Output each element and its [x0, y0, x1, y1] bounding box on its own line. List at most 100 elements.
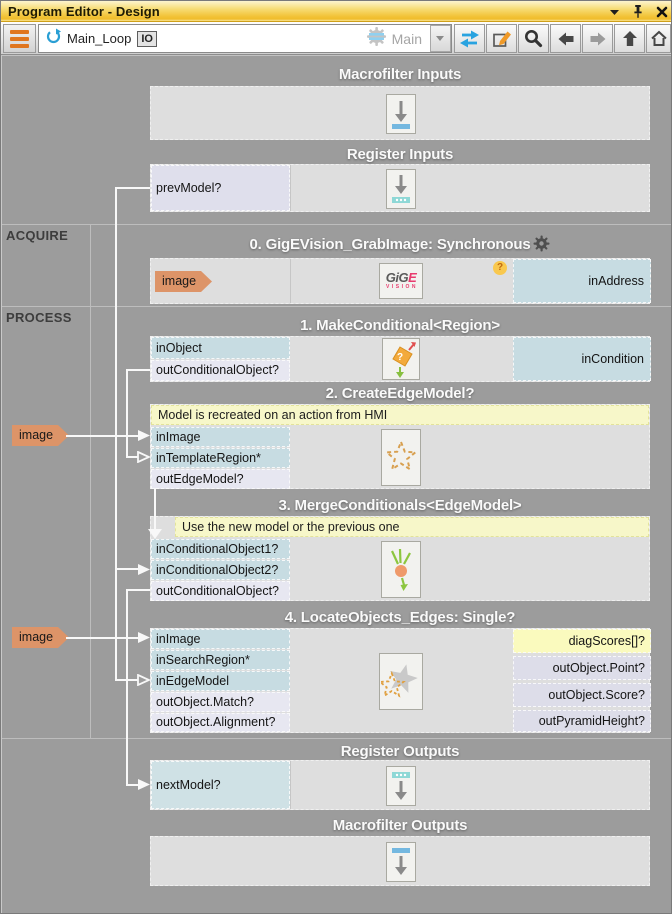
port-outpyramidheight[interactable]: outPyramidHeight? — [513, 710, 651, 732]
register-inputs-header[interactable]: Register Inputs — [346, 146, 454, 163]
section-divider — [2, 738, 671, 739]
make-conditional-icon[interactable]: ? — [382, 338, 420, 380]
port-inconditionalobject2[interactable]: inConditionalObject2? — [151, 560, 290, 580]
block-grab-image[interactable]: image ? GiGE VISION inAddress — [150, 258, 651, 304]
comment-merge-conditionals[interactable]: Use the new model or the previous one — [175, 517, 649, 537]
connection-line — [115, 187, 150, 189]
arrowhead-filled — [138, 430, 150, 441]
up-button[interactable] — [614, 24, 645, 53]
port-outobject-point[interactable]: outObject.Point? — [513, 656, 651, 680]
macrofilter-breadcrumb[interactable]: Main_Loop IO Main — [38, 24, 452, 53]
port-inimage[interactable]: inImage — [151, 427, 290, 447]
port-inobject[interactable]: inObject — [151, 337, 290, 359]
register-outputs-header[interactable]: Register Outputs — [340, 743, 460, 760]
macrofilter-inputs-header[interactable]: Macrofilter Inputs — [338, 66, 462, 83]
block-register-outputs[interactable]: nextModel? — [150, 760, 650, 810]
connection-line — [126, 456, 140, 458]
edit-button[interactable] — [486, 24, 517, 53]
port-inaddress[interactable]: inAddress — [513, 259, 651, 303]
titlebar[interactable]: Program Editor - Design — [1, 1, 671, 22]
hamburger-menu-button[interactable] — [3, 24, 36, 53]
port-incondition[interactable]: inCondition — [513, 337, 651, 381]
locate-objects-header[interactable]: 4. LocateObjects_Edges: Single? — [284, 609, 516, 626]
connection-line — [126, 589, 150, 591]
block-register-inputs[interactable]: prevModel? — [150, 164, 650, 212]
back-button[interactable] — [550, 24, 581, 53]
swap-icon — [460, 30, 479, 47]
search-button[interactable] — [518, 24, 549, 53]
window-menu-arrow-icon[interactable] — [607, 5, 621, 19]
macrofilter-input-icon[interactable] — [386, 94, 416, 134]
port-nextmodel[interactable]: nextModel? — [151, 761, 290, 809]
arrowhead-down — [148, 529, 162, 539]
block-macrofilter-outputs[interactable] — [150, 836, 650, 886]
port-diagscores[interactable]: diagScores[]? — [513, 629, 651, 653]
forward-button[interactable] — [582, 24, 613, 53]
port-outobject-match[interactable]: outObject.Match? — [151, 692, 290, 712]
section-divider — [2, 224, 671, 225]
comment-create-edge-model[interactable]: Model is recreated on an action from HMI — [151, 405, 649, 425]
block-macrofilter-inputs[interactable] — [150, 86, 650, 140]
up-arrow-icon — [622, 31, 637, 46]
port-outconditionalobject-merge[interactable]: outConditionalObject? — [151, 581, 290, 601]
connection-line — [126, 784, 140, 786]
block-create-edge-model[interactable]: Model is recreated on an action from HMI… — [150, 404, 650, 489]
section-divider-vertical — [90, 224, 91, 738]
view-gear-icon — [366, 26, 387, 52]
port-inedgemodel[interactable]: inEdgeModel — [151, 671, 290, 691]
locate-objects-icon[interactable] — [379, 653, 423, 710]
port-outconditionalobject[interactable]: outConditionalObject? — [151, 360, 290, 381]
create-edge-model-header[interactable]: 2. CreateEdgeModel? — [325, 385, 475, 402]
connection-line — [66, 637, 142, 639]
swap-views-button[interactable] — [454, 24, 485, 53]
io-badge: IO — [137, 30, 157, 47]
block-locate-objects[interactable]: inImage inSearchRegion* inEdgeModel outO… — [150, 628, 651, 733]
create-edge-model-icon[interactable] — [381, 429, 421, 486]
connection-line — [115, 568, 141, 570]
macrofilter-output-icon[interactable] — [386, 842, 416, 882]
view-selector-label: Main — [391, 30, 422, 47]
section-label-acquire: ACQUIRE — [6, 228, 69, 243]
macrofilter-loop-icon — [45, 28, 62, 50]
image-tag[interactable]: image — [12, 627, 69, 648]
section-divider — [2, 306, 671, 307]
port-outedgemodel[interactable]: outEdgeModel? — [151, 469, 290, 489]
port-intemplateregion[interactable]: inTemplateRegion* — [151, 448, 290, 468]
back-arrow-icon — [558, 32, 573, 45]
register-output-icon[interactable] — [386, 766, 416, 806]
view-dropdown-button[interactable] — [430, 25, 451, 52]
close-icon[interactable] — [655, 5, 669, 19]
port-prevmodel[interactable]: prevModel? — [151, 165, 290, 211]
gige-vision-logo[interactable]: GiGE VISION — [379, 263, 423, 299]
pin-icon[interactable] — [631, 5, 645, 19]
port-insearchregion[interactable]: inSearchRegion* — [151, 650, 290, 670]
help-badge[interactable]: ? — [493, 261, 507, 275]
hamburger-icon — [10, 29, 29, 34]
output-tag-image[interactable]: image — [155, 271, 212, 292]
merge-conditionals-header[interactable]: 3. MergeConditionals<EdgeModel> — [278, 497, 522, 514]
image-tag[interactable]: image — [12, 425, 69, 446]
arrowhead-hollow — [137, 450, 152, 464]
grab-image-header[interactable]: 0. GigEVision_GrabImage: Synchronous — [150, 235, 650, 256]
block-merge-conditionals[interactable]: Use the new model or the previous one in… — [150, 516, 650, 601]
macrofilter-name: Main_Loop — [67, 31, 132, 46]
connection-line — [126, 369, 128, 457]
register-input-icon[interactable] — [386, 169, 416, 209]
make-conditional-header[interactable]: 1. MakeConditional<Region> — [300, 317, 500, 334]
connection-line — [154, 488, 156, 530]
port-outobject-score[interactable]: outObject.Score? — [513, 683, 651, 707]
forward-arrow-icon — [590, 32, 605, 45]
arrowhead-filled — [138, 779, 150, 790]
port-inimage-locate[interactable]: inImage — [151, 629, 290, 649]
port-inconditionalobject1[interactable]: inConditionalObject1? — [151, 539, 290, 559]
gear-icon[interactable] — [533, 235, 550, 256]
home-button[interactable] — [646, 24, 671, 53]
connection-line — [115, 187, 117, 681]
arrowhead-filled — [138, 564, 150, 575]
macrofilter-outputs-header[interactable]: Macrofilter Outputs — [332, 817, 468, 834]
block-make-conditional[interactable]: inObject outConditionalObject? inConditi… — [150, 336, 651, 382]
port-outobject-alignment[interactable]: outObject.Alignment? — [151, 713, 290, 732]
merge-conditionals-icon[interactable] — [381, 541, 421, 598]
program-canvas[interactable]: ACQUIRE PROCESS Macrofilter Inputs Regis… — [1, 55, 671, 913]
